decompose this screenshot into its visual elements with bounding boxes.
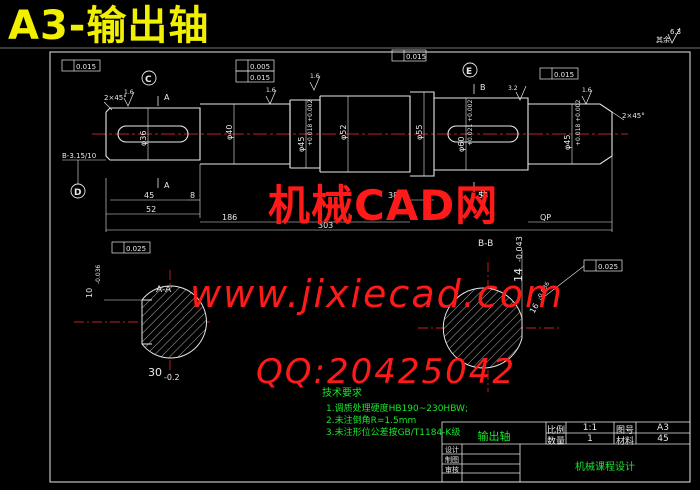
title-block-material-value: 45 — [657, 434, 669, 444]
watermark-url: www.jixiecad.com — [190, 272, 564, 316]
view-marker-d: D — [70, 160, 86, 199]
chamfer-left: 2×45° — [104, 94, 127, 102]
svg-text:1.6: 1.6 — [310, 73, 320, 80]
title-block-qty-label: 数量 — [547, 437, 566, 447]
svg-text:0.015: 0.015 — [406, 53, 426, 61]
dim-len-38: 38 — [388, 191, 398, 200]
drawing-border — [49, 51, 691, 483]
view-marker-e: E — [462, 62, 478, 78]
title-block-scale-value: 1:1 — [582, 423, 598, 433]
tech-requirement-line: 2.未注倒角R=1.5mm — [326, 416, 417, 426]
roughness-values: 1.6 1.6 3.2 1.6 1.6 — [124, 73, 592, 96]
dim-d40: φ40 — [225, 125, 234, 140]
dim-len-186: 186 — [222, 213, 237, 222]
title-block-part-name: 输出轴 — [477, 430, 511, 443]
chamfer-right: 2×45° — [622, 112, 645, 120]
section-cut-a: A A — [157, 93, 170, 190]
title-block-sheet-value: A3 — [657, 423, 669, 433]
dim-len-303: 303 — [318, 221, 333, 230]
svg-text:0.015: 0.015 — [76, 63, 96, 71]
section-aa-label: A-A — [156, 285, 172, 295]
title-block-scale-label: 比例 — [547, 426, 566, 436]
tol-c: +0.018 +0.002 — [575, 100, 582, 146]
dim-d60: φ60 — [457, 137, 466, 152]
svg-text:0.005: 0.005 — [250, 63, 270, 71]
dim-d55: φ55 — [415, 125, 424, 140]
dim-len-52: 52 — [146, 205, 156, 214]
annotation-leaders — [62, 101, 625, 161]
tolerance-frame-7: 0.025 — [583, 259, 623, 272]
svg-text:0.025: 0.025 — [598, 263, 618, 271]
tolerance-frame-1: 0.015 — [61, 59, 101, 72]
tol-b: +0.021 +0.002 — [467, 100, 474, 146]
svg-text:D: D — [74, 188, 81, 198]
length-dimension-lines — [105, 156, 613, 232]
dim-d52: φ52 — [339, 125, 348, 140]
svg-text:其余: 其余 — [656, 35, 670, 44]
tolerance-frame-6: 0.025 — [111, 241, 151, 254]
svg-text:A: A — [164, 93, 170, 102]
svg-text:A: A — [164, 181, 170, 190]
svg-text:B: B — [480, 189, 486, 198]
title-block-material-label: 材料 — [615, 437, 634, 447]
section-bb-depth: 16 — [528, 302, 541, 315]
dim-d36: φ36 — [139, 131, 148, 146]
svg-text:1.6: 1.6 — [266, 87, 276, 94]
diameter-tolerances: +0.018 +0.002 +0.021 +0.002 +0.018 +0.00… — [307, 100, 582, 146]
svg-text:3.2: 3.2 — [508, 85, 518, 92]
tech-requirements-heading: 技术要求 — [322, 388, 362, 399]
length-labels: 45 8 52 186 303 38 55 QP — [144, 191, 551, 230]
diameter-labels: φ36 φ40 φ45 φ52 φ55 φ60 φ45 — [139, 125, 572, 152]
section-aa-width: 30 — [148, 366, 162, 379]
dim-len-55: 55 — [478, 191, 488, 200]
tolerance-frame-4: 0.015 — [391, 49, 427, 62]
section-cut-b: B B — [473, 83, 486, 198]
svg-text:B: B — [480, 83, 486, 92]
svg-text:C: C — [145, 75, 152, 85]
svg-text:0.015: 0.015 — [554, 71, 574, 79]
tech-requirement-line: 1.调质处理硬度HB190~230HBW; — [326, 404, 468, 414]
tolerance-frame-3: 0.015 — [235, 70, 275, 83]
drawing-title: A3-输出轴 — [8, 3, 210, 49]
dim-len-QP: QP — [540, 213, 551, 222]
title-block-course: 机械课程设计 — [575, 462, 635, 473]
global-roughness-symbol: 其余 6.3 — [656, 27, 681, 44]
dim-d45-2: φ45 — [563, 135, 572, 150]
section-aa-view: A-A 30 -0.2 10 -0.036 — [74, 264, 210, 382]
roughness-symbols — [123, 75, 593, 107]
watermark-site-name: 机械CAD网 — [268, 181, 499, 230]
section-bb-view: B-B 14 -0.043 16 -0.036 — [418, 236, 585, 392]
svg-text:0.025: 0.025 — [126, 245, 146, 253]
svg-text:1.6: 1.6 — [124, 89, 134, 96]
svg-text:E: E — [466, 67, 472, 77]
section-aa-depth: 10 — [85, 288, 94, 298]
view-marker-c: C — [141, 70, 157, 86]
title-block-sheet-label: 图号 — [615, 426, 634, 436]
svg-text:0.015: 0.015 — [250, 74, 270, 82]
annotation-notes: 2×45° 2×45° B-3.15/10 — [62, 94, 645, 160]
section-bb-label: B-B — [478, 239, 493, 249]
center-hole-note: B-3.15/10 — [62, 152, 96, 160]
global-roughness-value: 6.3 — [670, 28, 681, 36]
section-aa-depth-tol: -0.036 — [95, 264, 102, 284]
tech-requirement-line: 3.未注形位公差按GB/T1184-K级 — [326, 428, 461, 438]
tol-a: +0.018 +0.002 — [307, 100, 314, 146]
section-bb-tol: -0.043 — [515, 236, 524, 262]
section-aa-tol: -0.2 — [164, 373, 180, 382]
tolerance-frame-2: 0.005 — [235, 59, 275, 72]
dim-len-8: 8 — [190, 191, 195, 200]
dim-d45-1: φ45 — [297, 137, 306, 152]
title-block-drafter-label: 制图 — [445, 456, 459, 464]
svg-text:1.6: 1.6 — [582, 87, 592, 94]
title-block-reviewer-label: 审核 — [445, 466, 459, 474]
title-block — [441, 421, 691, 483]
dim-len-45: 45 — [144, 191, 154, 200]
title-block-designer-label: 设计 — [445, 446, 459, 454]
title-block-qty-value: 1 — [587, 434, 593, 444]
tolerance-frame-5: 0.015 — [539, 67, 579, 80]
watermark-qq: QQ:20425042 — [256, 352, 517, 392]
diameter-dimension-lines — [147, 92, 573, 176]
